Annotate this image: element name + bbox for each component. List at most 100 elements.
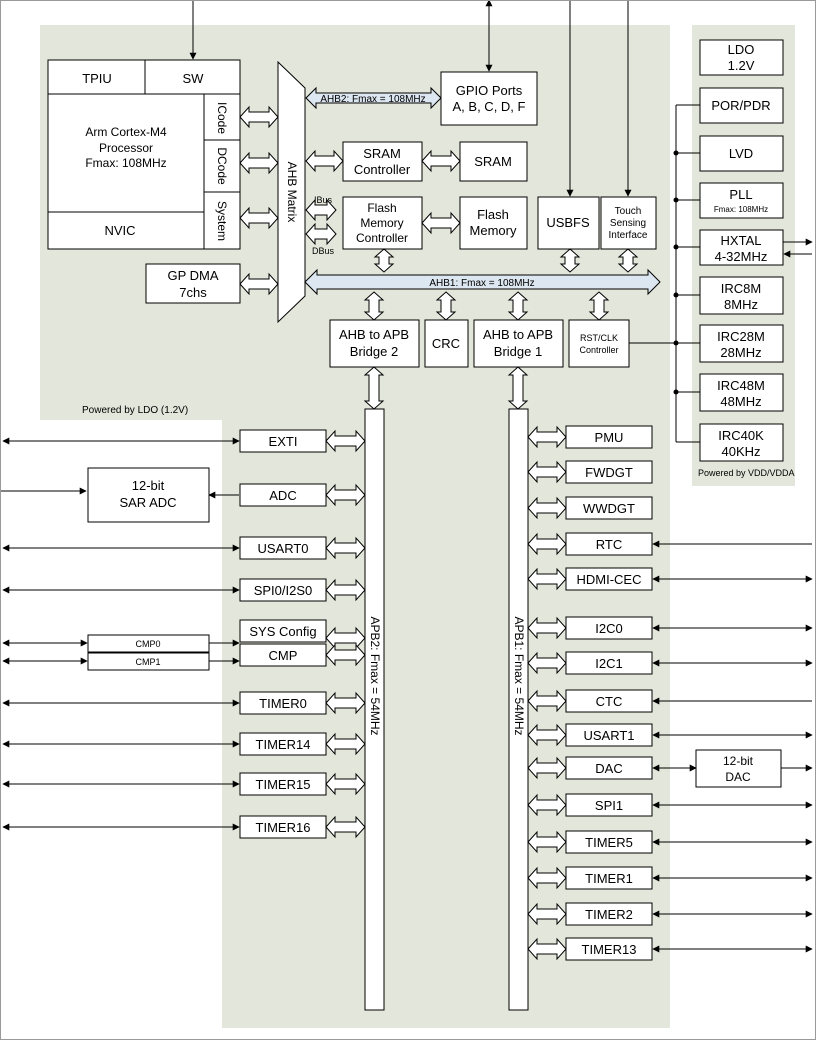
hxtal-line-1: HXTAL	[721, 233, 762, 248]
ibus-arrow	[305, 198, 337, 222]
apb2-timer16-block	[239, 815, 327, 839]
pll-line-1: PLL	[729, 187, 752, 202]
ldo-line-2: 1.2V	[728, 58, 755, 73]
apb1-usart1-block	[565, 723, 653, 747]
apb2-sys-config-block	[239, 619, 327, 643]
flash-controller-line-2: Memory	[360, 216, 403, 230]
crc-ahb1-arrow	[435, 291, 457, 321]
flash-memory-line-1: Flash	[477, 207, 509, 222]
apb1-timer2-label: TIMER2	[585, 907, 633, 922]
ahb1-label: AHB1: Fmax = 108MHz	[429, 278, 534, 289]
sar-adc-block	[87, 467, 210, 523]
apb2-usart0-label: USART0	[257, 541, 308, 556]
sram-arrow	[421, 149, 461, 173]
gpio-ports-block	[440, 71, 538, 126]
touch-ahb1-arrow	[617, 248, 639, 273]
irc28m-line-1: IRC28M	[717, 329, 765, 344]
gp-dma-block	[145, 263, 241, 304]
apb1-timer13-block	[565, 937, 653, 961]
cmp0-label: CMP0	[135, 639, 160, 649]
pll-line-2: Fmax: 108MHz	[714, 205, 768, 214]
irc48m-line-2: 48MHz	[720, 394, 761, 409]
sram-controller-arrow	[305, 149, 344, 173]
apb2-timer0-block	[239, 691, 327, 715]
apb1-bridge-bus-arrow	[507, 366, 529, 410]
apb2-exti-block	[239, 429, 327, 453]
flash-memory-line-2: Memory	[470, 223, 517, 238]
irc8m-line-2: 8MHz	[724, 297, 758, 312]
lvd-label: LVD	[729, 146, 753, 161]
apb2-spi0-i2s0-label: SPI0/I2S0	[254, 583, 313, 598]
clock-tree-dots	[673, 150, 679, 395]
clock-tree	[629, 104, 700, 443]
dcode-matrix-arrow	[239, 151, 279, 175]
tpiu-label: TPIU	[82, 71, 112, 86]
gp-dma-line-1: GP DMA	[167, 268, 218, 283]
ahb-matrix-label: AHB Matrix	[285, 162, 299, 223]
processor-line-2: Processor	[99, 141, 153, 155]
apb1-i2c0-block	[565, 616, 653, 640]
apb2-exti-bus-arrow	[325, 429, 366, 453]
hxtal-line-2: 4-32MHz	[715, 249, 768, 264]
flash-controller-line-3: Controller	[356, 231, 408, 245]
irc8m-block	[699, 276, 784, 315]
vdd-domain-label: Powered by VDD/VDDA	[698, 468, 795, 478]
apb1-timer1-block	[565, 866, 653, 890]
processor-line-1: Arm Cortex-M4	[85, 125, 167, 139]
apb1-i2c1-block	[565, 651, 653, 675]
apb2-timer14-block	[239, 732, 327, 756]
apb1-timer13-label: TIMER13	[582, 942, 637, 957]
apb1-ctc-block	[565, 689, 653, 713]
dcode-label: DCode	[215, 147, 229, 185]
gp-dma-line-2: 7chs	[179, 285, 207, 300]
apb1-dac-block	[565, 756, 653, 780]
touch-line-1: Touch	[615, 206, 642, 217]
apb1-timer5-block	[565, 830, 653, 854]
ahb1-bus	[304, 268, 661, 296]
irc48m-line-1: IRC48M	[717, 378, 765, 393]
touch-line-2: Sensing	[610, 218, 646, 229]
apb2-timer15-bus-arrow	[325, 772, 366, 796]
gpio-line-2: A, B, C, D, F	[453, 99, 526, 114]
sram-controller-line-2: Controller	[354, 162, 411, 177]
ldo-block	[699, 39, 784, 76]
apb2-cmp-bus-arrow	[325, 643, 366, 667]
ahb-matrix	[277, 60, 306, 324]
apb2-bridge-line-2: Bridge 2	[350, 344, 398, 359]
flash-controller-line-1: Flash	[367, 201, 396, 215]
irc28m-line-2: 28MHz	[720, 345, 761, 360]
sram-label: SRAM	[474, 154, 512, 169]
apb2-bridge-bus-arrow	[363, 366, 385, 410]
apb2-timer14-label: TIMER14	[256, 737, 311, 752]
apb1-i2c1-label: I2C1	[595, 656, 622, 671]
apb2-bridge-block	[329, 319, 420, 368]
apb1-pmu-label: PMU	[595, 430, 624, 445]
apb1-wwdgt-label: WWDGT	[583, 501, 635, 516]
apb1-fwdgt-label: FWDGT	[585, 465, 633, 480]
apb1-i2c0-label: I2C0	[595, 621, 622, 636]
usbfs-ahb1-arrow	[559, 248, 581, 273]
sram-controller-line-1: SRAM	[363, 146, 401, 161]
apb1-timer2-block	[565, 902, 653, 926]
dac-12bit-line-2: DAC	[725, 770, 751, 784]
pll-block	[699, 182, 784, 219]
apb2-timer14-bus-arrow	[325, 732, 366, 756]
sram-block	[459, 141, 528, 182]
irc48m-block	[699, 373, 784, 412]
apb1-dac-label: DAC	[595, 761, 622, 776]
crc-label: CRC	[432, 336, 460, 351]
sw-label: SW	[183, 71, 205, 86]
core-block	[47, 59, 241, 250]
apb2-cmp-label: CMP	[269, 648, 298, 663]
apb1-bus-label: APB1: Fmax = 54MHz	[512, 616, 526, 735]
apb2-sys-config-label: SYS Config	[249, 624, 316, 639]
apb2-timer0-bus-arrow	[325, 691, 366, 715]
apb2-timer16-bus-arrow	[325, 815, 366, 839]
apb2-timer16-label: TIMER16	[256, 820, 311, 835]
lvd-block	[699, 135, 784, 172]
por-pdr-label: POR/PDR	[711, 98, 770, 113]
system-matrix-arrow	[239, 206, 279, 230]
apb2-spi0-i2s0-bus-arrow	[325, 578, 366, 602]
apb2-bridge-line-1: AHB to APB	[339, 327, 409, 342]
usbfs-label: USBFS	[546, 215, 590, 230]
